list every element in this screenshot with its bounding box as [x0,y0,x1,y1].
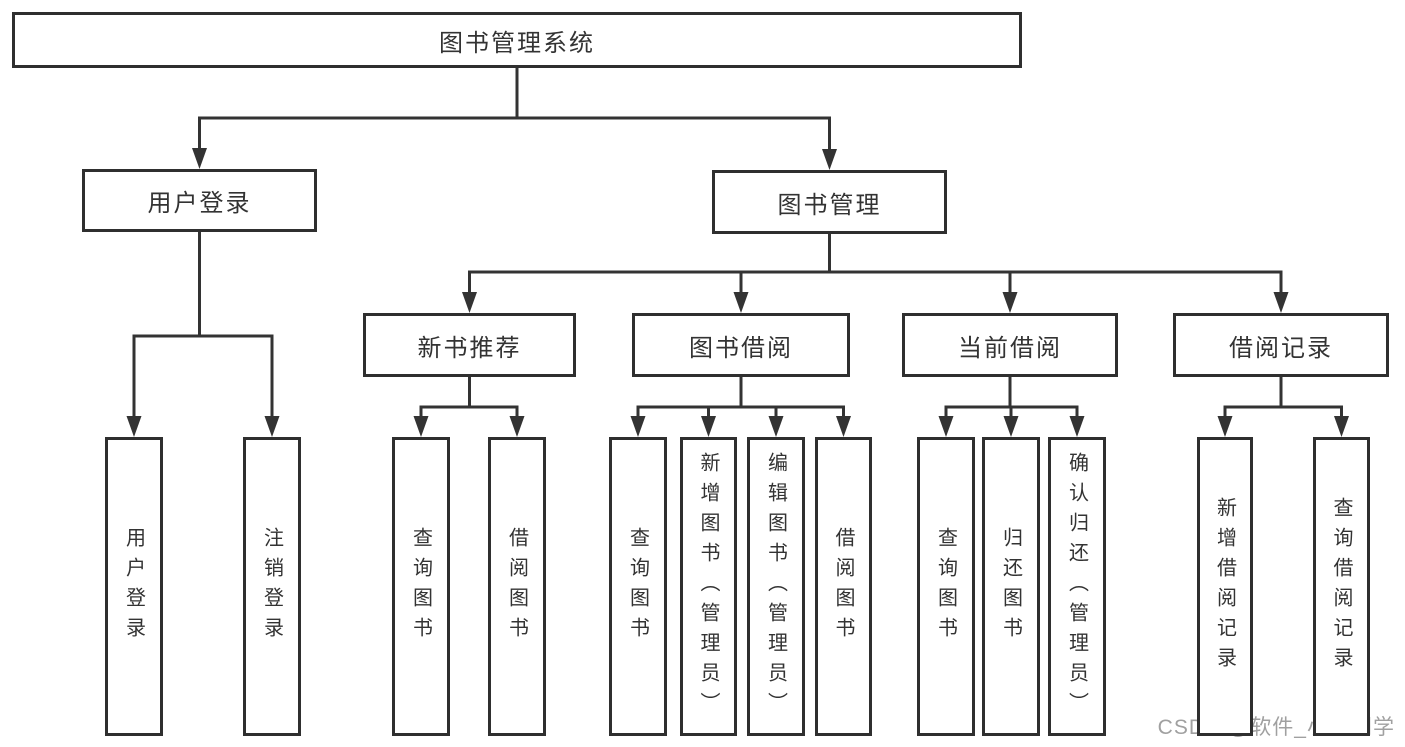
node-book_mgmt: 图书管理 [712,170,947,234]
node-bb_edit: 编辑图书（管理员） [747,437,805,736]
node-label-bb_add: 新增图书（管理员） [697,451,719,722]
node-br_query: 查询借阅记录 [1313,437,1370,736]
node-borrow_records: 借阅记录 [1173,313,1389,377]
node-label-nbr_query: 查询图书 [409,526,432,647]
node-label-br_add: 新增借阅记录 [1213,496,1236,677]
node-label-user_login: 用户登录 [147,190,252,217]
node-login_leaf: 用户登录 [105,437,163,736]
node-label-nbr_borrow: 借阅图书 [505,526,528,647]
node-label-br_query: 查询借阅记录 [1330,496,1352,677]
node-label-logout_leaf: 注销登录 [260,526,283,647]
node-bb_query: 查询图书 [609,437,667,736]
node-br_add: 新增借阅记录 [1197,437,1253,736]
node-label-cb_query: 查询图书 [934,526,957,647]
node-user_login: 用户登录 [82,169,317,232]
node-label-login_leaf: 用户登录 [122,526,145,647]
node-label-root: 图书管理系统 [439,29,595,57]
node-book_borrow: 图书借阅 [632,313,850,377]
node-nbr_query: 查询图书 [392,437,450,736]
node-label-book_mgmt: 图书管理 [777,191,882,219]
node-nbr_borrow: 借阅图书 [488,437,546,736]
node-cb_return: 归还图书 [982,437,1040,736]
node-current_borrow: 当前借阅 [902,313,1118,377]
node-label-bb_borrow: 借阅图书 [832,526,854,647]
node-label-book_borrow: 图书借阅 [689,334,793,362]
node-label-cb_confirm: 确认归还（管理员） [1065,451,1088,722]
node-new_book_rec: 新书推荐 [363,313,576,377]
node-bb_add: 新增图书（管理员） [680,437,737,736]
node-logout_leaf: 注销登录 [243,437,301,736]
node-bb_borrow: 借阅图书 [815,437,872,736]
node-label-bb_query: 查询图书 [626,526,649,647]
node-label-current_borrow: 当前借阅 [958,334,1062,362]
node-label-borrow_records: 借阅记录 [1229,334,1333,362]
node-root: 图书管理系统 [12,12,1022,68]
node-label-bb_edit: 编辑图书（管理员） [764,451,787,722]
node-cb_query: 查询图书 [917,437,975,736]
node-cb_confirm: 确认归还（管理员） [1048,437,1106,736]
node-label-cb_return: 归还图书 [999,526,1022,647]
node-label-new_book_rec: 新书推荐 [417,334,522,362]
